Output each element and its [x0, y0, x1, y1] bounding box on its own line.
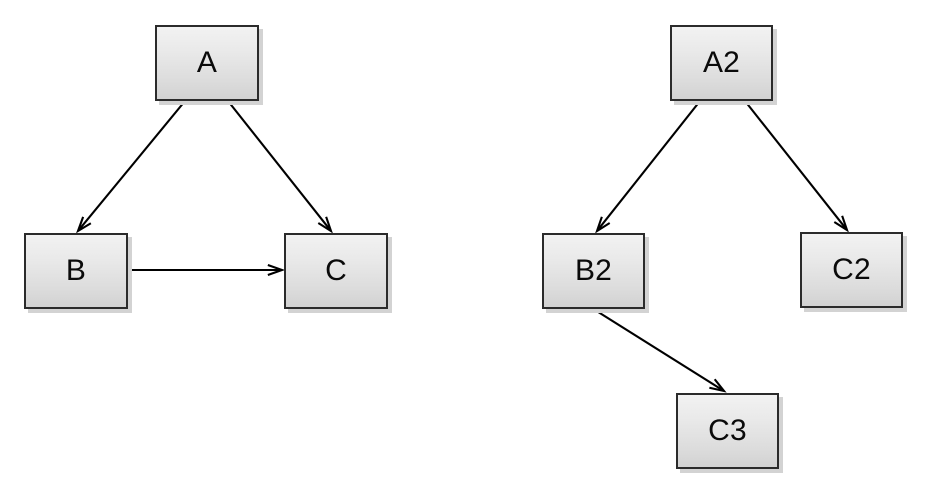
node-label: C2	[832, 253, 871, 286]
node-label: B	[65, 254, 87, 287]
edge-b-to-c	[128, 264, 286, 276]
edge-line	[596, 99, 702, 231]
arrowhead-icon	[709, 378, 727, 393]
edge-b2-to-c3	[593, 308, 727, 393]
edge-a2-to-c2	[743, 99, 849, 233]
node-label: A2	[702, 46, 741, 79]
node-b2[interactable]: B2	[542, 233, 645, 309]
node-a2[interactable]: A2	[670, 25, 773, 101]
edge-line	[743, 99, 848, 230]
arrowhead-icon	[833, 215, 849, 233]
node-b[interactable]: B	[24, 233, 128, 309]
edge-line	[77, 99, 187, 231]
arrowhead-icon	[317, 216, 333, 234]
node-c2[interactable]: C2	[800, 232, 903, 308]
node-a[interactable]: A	[155, 25, 259, 101]
arrowhead-icon	[267, 264, 286, 276]
node-label: A	[196, 46, 218, 79]
arrowhead-icon	[75, 216, 92, 234]
node-label: C3	[708, 414, 747, 447]
node-c[interactable]: C	[284, 233, 388, 309]
node-c3[interactable]: C3	[676, 393, 779, 469]
node-label: C	[325, 254, 347, 287]
arrowhead-icon	[595, 216, 611, 234]
edge-line	[226, 99, 332, 231]
node-label: B2	[574, 254, 613, 287]
edge-line	[593, 308, 724, 392]
edge-a-to-c	[226, 99, 333, 234]
edge-a2-to-b2	[595, 99, 702, 234]
edge-a-to-b	[75, 99, 187, 234]
